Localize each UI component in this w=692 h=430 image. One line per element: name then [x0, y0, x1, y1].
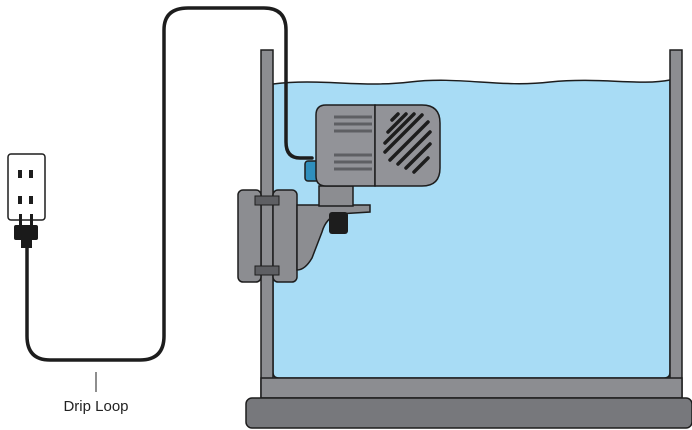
- outlet-slot-4: [29, 196, 33, 204]
- mount-band-bottom: [254, 265, 280, 276]
- aquarium-tank: [245, 49, 692, 429]
- plug-head: [14, 225, 38, 240]
- tank-left-wall: [260, 49, 274, 399]
- powerhead-pump-icon: [304, 104, 441, 187]
- outlet-slot-1: [18, 170, 22, 178]
- drip-loop-label: Drip Loop: [63, 398, 129, 415]
- plug-neck: [21, 239, 32, 248]
- mount-outer-pad: [237, 189, 262, 283]
- tank-base: [245, 397, 692, 429]
- outlet-slot-3: [18, 196, 22, 204]
- power-plug-icon: [14, 214, 38, 248]
- power-cable: [25, 6, 314, 362]
- tank-right-wall: [669, 49, 683, 399]
- mount-knob: [329, 212, 348, 234]
- magnet-mount-icon: [237, 185, 371, 283]
- tank-bottom-glass: [260, 377, 683, 399]
- mount-stem: [318, 185, 354, 207]
- water-surface-line: [272, 79, 671, 85]
- pump-motor-fins: [334, 115, 372, 171]
- mount-band-top: [254, 195, 280, 206]
- pump-intake-grille: [383, 112, 432, 174]
- outlet-slot-2: [29, 170, 33, 178]
- plug-prong-2: [30, 214, 33, 226]
- wall-outlet-icon: [7, 153, 46, 221]
- plug-prong-1: [19, 214, 22, 226]
- outlet-plate: [7, 153, 46, 221]
